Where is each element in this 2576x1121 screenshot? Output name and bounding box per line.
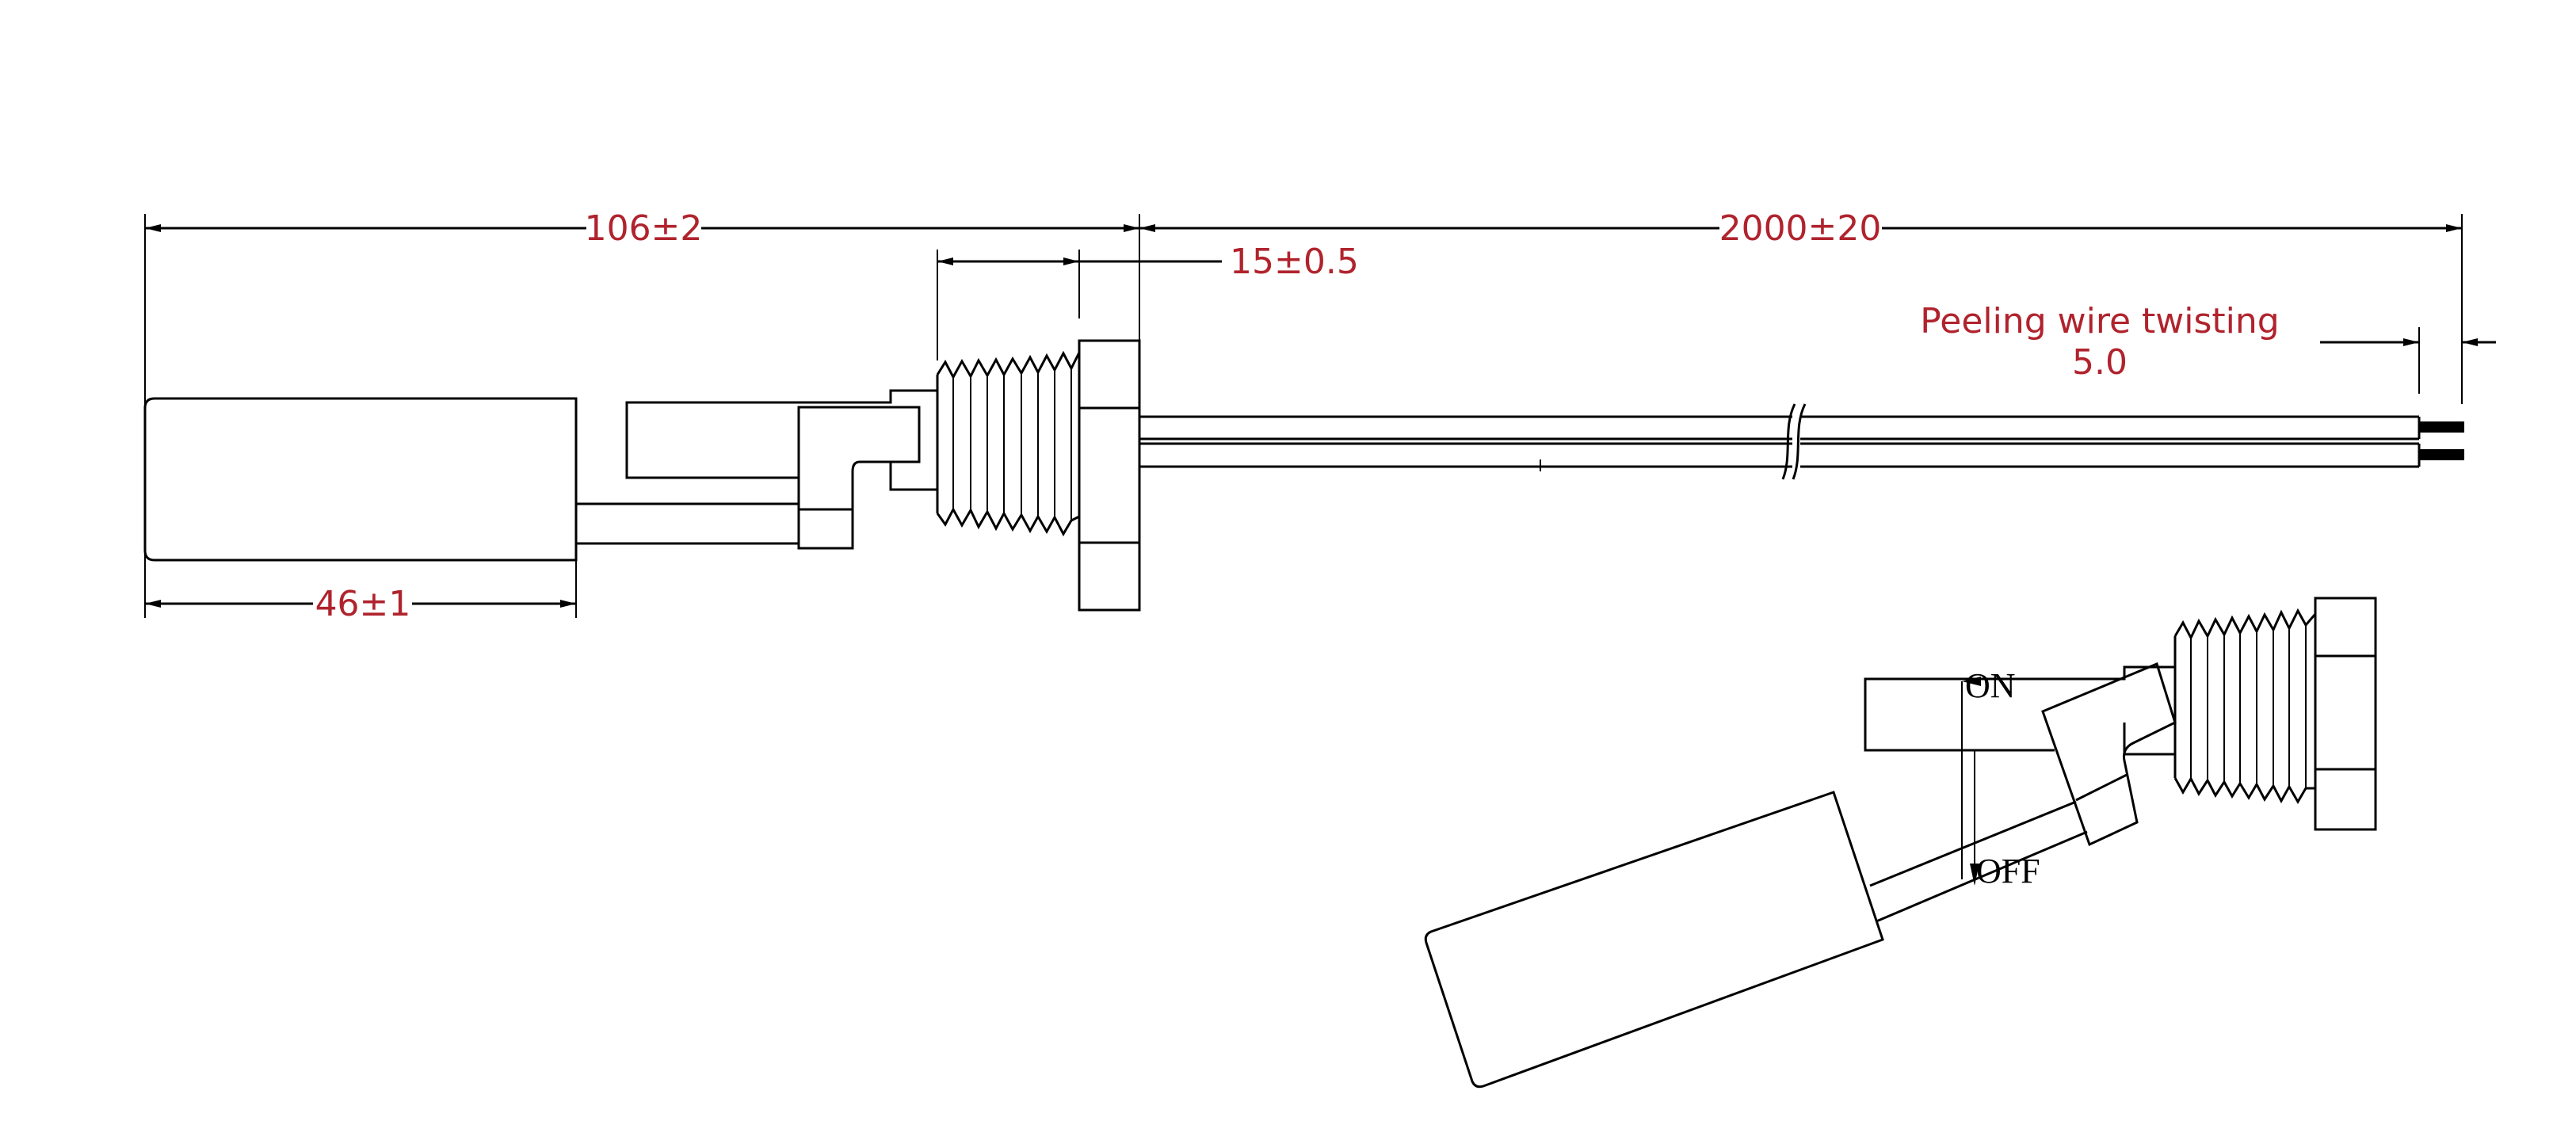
thread-crest-bottom [936,506,1080,537]
tilted-thread [2173,608,2317,804]
pivot-bracket [797,406,921,550]
thread-crest-top [936,350,1081,380]
on-label: ON [1965,666,2016,705]
tilted-pivot-bracket [2041,662,2177,847]
side-view: 106±2 2000±20 15±0.5 46±1 [143,208,2496,624]
switch-housing [625,401,799,479]
off-arrow-head [1970,864,1979,886]
tilted-stem-top [1869,800,2077,887]
hex-nut [1078,339,1141,612]
float-body [143,397,578,562]
break-line-1 [1781,403,1796,480]
tilted-hex-nut [2314,597,2377,831]
tilted-float-body [1424,791,1884,1089]
dim-label-overall: 106±2 [585,208,703,249]
strip-value: 5.0 [2072,342,2128,383]
break-line-2 [1792,403,1807,480]
stripped-wire-end-1 [2419,421,2464,433]
thread [936,350,1081,537]
strip-label: Peeling wire twisting [1920,301,2279,341]
bracket-bottom-step [889,462,937,491]
tilted-stem-bottom [1876,830,2088,923]
cable [1139,415,2421,471]
dim-label-float: 46±1 [315,584,411,624]
tilted-view: ON OFF [1424,597,2377,1089]
bracket-top-step [799,389,937,404]
dim-label-thread: 15±0.5 [1230,242,1359,282]
tilted-bracket-divider [2075,773,2128,802]
off-label: OFF [1976,852,2040,890]
stripped-wire-end-2 [2419,449,2464,460]
dim-label-cable: 2000±20 [1719,208,1882,249]
tilted-switch-housing [1864,665,2175,752]
